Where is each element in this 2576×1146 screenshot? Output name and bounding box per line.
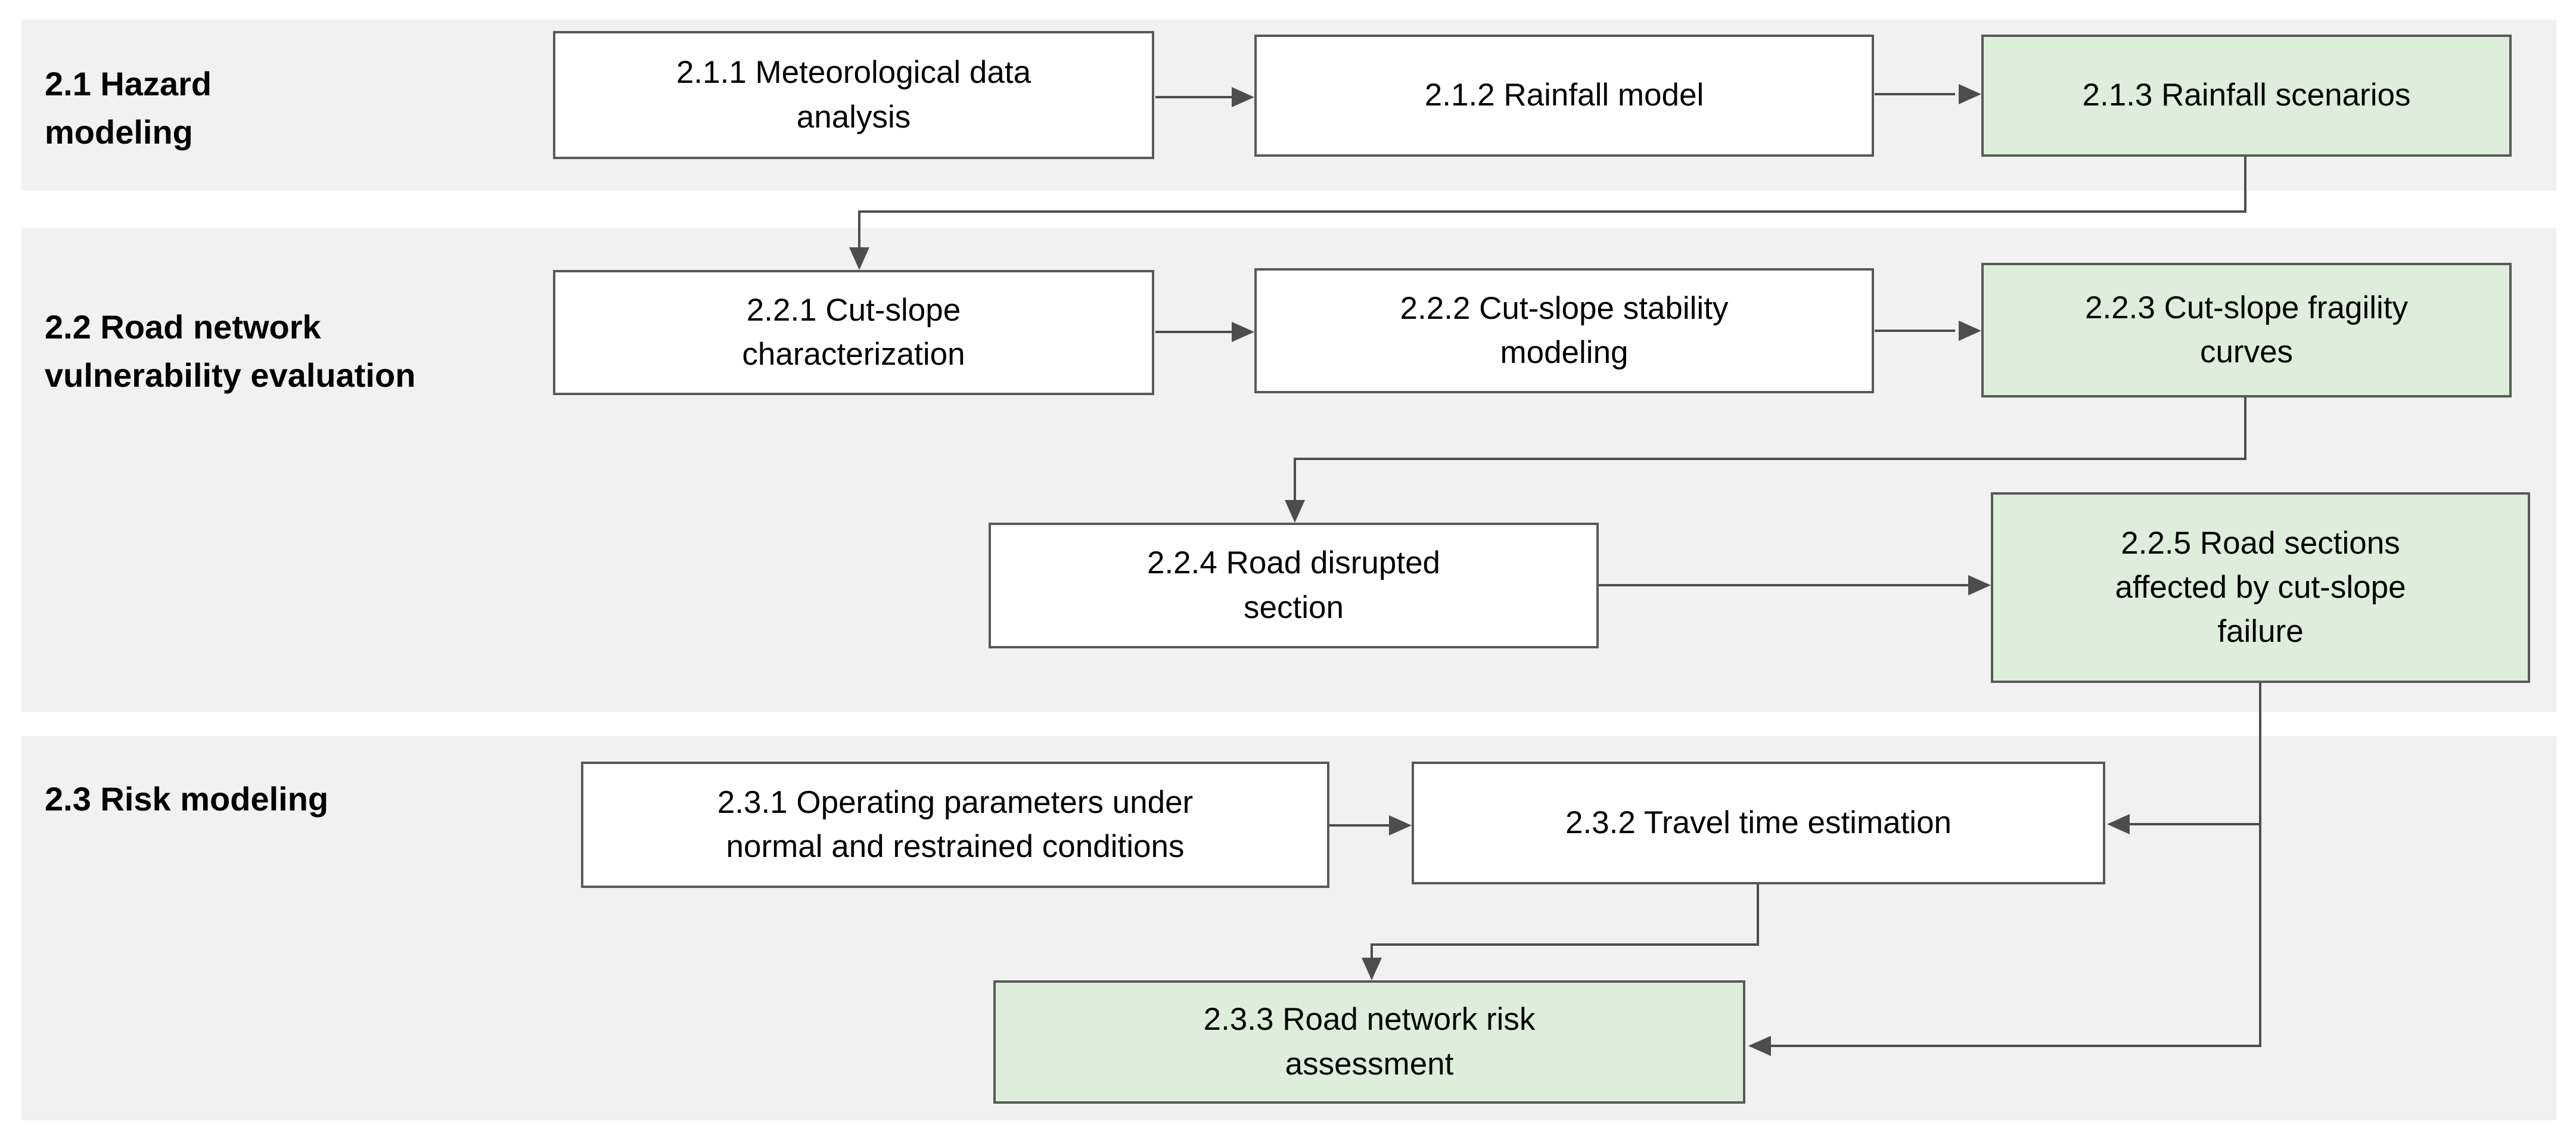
arrowhead-left [2105, 814, 2130, 834]
connector-2-1-3-to-2-2-1-segment [2244, 157, 2246, 212]
flow-box-2-2-4-road-disrupted-section: 2.2.4 Road disrupted section [989, 523, 1599, 648]
flow-box-label: 2.2.1 Cut-slope characterization [742, 292, 965, 372]
connector-2-3-2-to-2-3-3-segment [1371, 943, 1759, 946]
flow-box-label: 2.3.1 Operating parameters under normal … [717, 784, 1194, 864]
flow-box-label: 2.2.4 Road disrupted section [1146, 545, 1441, 625]
flow-box-label: 2.1.3 Rainfall scenarios [2082, 77, 2411, 113]
flow-box-2-2-3-cut-slope-fragility-curves: 2.2.3 Cut-slope fragility curves [1981, 263, 2512, 397]
connector-2-2-2-to-2-2-3 [1875, 330, 1955, 332]
flow-box-2-2-2-cut-slope-stability-modeling: 2.2.2 Cut-slope stability modeling [1254, 268, 1874, 393]
flow-box-label: 2.2.2 Cut-slope stability modeling [1400, 290, 1729, 370]
flow-box-2-3-2-travel-time-estimation: 2.3.2 Travel time estimation [1412, 762, 2105, 884]
flow-box-2-1-3-rainfall-scenarios: 2.1.3 Rainfall scenarios [1981, 35, 2512, 157]
flow-box-label: 2.2.3 Cut-slope fragility curves [2084, 290, 2409, 369]
connector-2-3-2-to-2-3-3-segment [1757, 884, 1759, 946]
connector-2-1-3-to-2-2-1-segment [858, 210, 860, 249]
flow-box-label: 2.3.2 Travel time estimation [1565, 805, 1952, 840]
arrowhead-down [1285, 500, 1305, 524]
flow-box-2-1-2-rainfall-model: 2.1.2 Rainfall model [1254, 35, 1874, 157]
flow-box-label: 2.2.5 Road sections affected by cut-slop… [2115, 525, 2406, 650]
flow-box-2-2-5-road-sections-affected: 2.2.5 Road sections affected by cut-slop… [1991, 492, 2530, 683]
connector-2-2-4-to-2-2-5 [1599, 584, 1968, 586]
connector-2-2-5-trunk [2259, 683, 2261, 1047]
connector-2-2-3-to-2-2-4-segment [1294, 458, 1296, 501]
flow-box-label: 2.1.2 Rainfall model [1424, 77, 1704, 113]
connector-2-2-1-to-2-2-2 [1155, 331, 1233, 333]
section-label-2-1: 2.1 Hazard modeling [45, 65, 212, 151]
connector-2-1-3-to-2-2-1-segment [858, 210, 2246, 213]
arrowhead-down [1362, 958, 1382, 982]
connector-2-1-2-to-2-1-3 [1875, 93, 1955, 95]
flow-box-2-1-1-meteorological-data-analysis: 2.1.1 Meteorological data analysis [553, 31, 1154, 159]
connector-2-2-3-to-2-2-4-segment [1294, 458, 2246, 460]
connector-2-3-1-to-2-3-2 [1329, 824, 1389, 827]
arrowhead-right [1389, 815, 1413, 836]
section-label-2-3: 2.3 Risk modeling [45, 780, 329, 818]
flow-box-2-3-1-operating-parameters: 2.3.1 Operating parameters under normal … [581, 762, 1329, 888]
flow-box-label: 2.3.3 Road network risk assessment [1203, 1002, 1536, 1082]
connector-2-1-1-to-2-1-2 [1155, 96, 1233, 98]
connector-2-2-5-to-2-3-3-segment [1769, 1045, 2261, 1047]
arrowhead-right [1959, 321, 1983, 341]
flow-box-2-2-1-cut-slope-characterization: 2.2.1 Cut-slope characterization [553, 270, 1154, 395]
arrowhead-down [849, 247, 869, 272]
connector-2-2-3-to-2-2-4-segment [2244, 397, 2246, 459]
arrowhead-right [1232, 87, 1256, 107]
flow-box-label: 2.1.1 Meteorological data analysis [676, 55, 1031, 135]
section-label-2-2: 2.2 Road network vulnerability evaluatio… [45, 308, 416, 395]
arrowhead-right [1968, 575, 1993, 595]
arrowhead-left [1747, 1036, 1771, 1056]
connector-2-2-5-to-2-3-2-segment [2128, 823, 2261, 825]
flow-box-2-3-3-road-network-risk-assessment: 2.3.3 Road network risk assessment [993, 980, 1745, 1104]
connector-2-3-2-to-2-3-3-segment [1371, 943, 1373, 959]
arrowhead-right [1232, 322, 1256, 342]
arrowhead-right [1959, 84, 1983, 104]
